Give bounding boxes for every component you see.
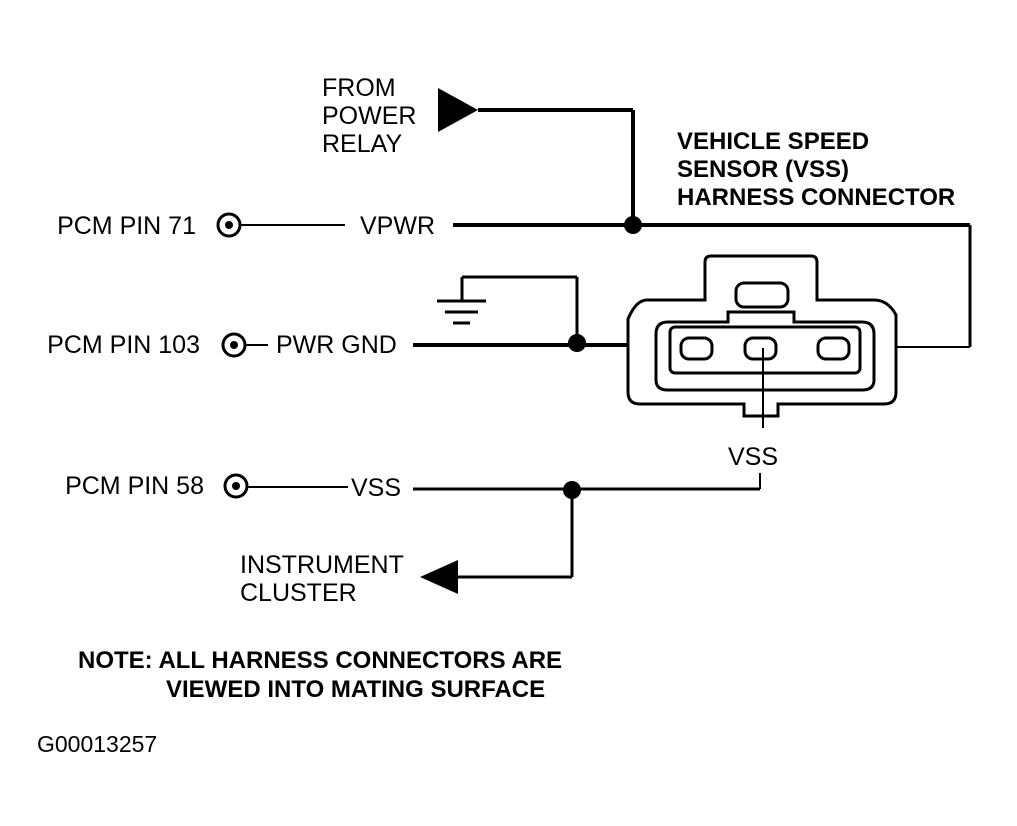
instrument-cluster-arrow-icon — [420, 560, 458, 594]
vpwr-splice-dot — [624, 216, 642, 234]
note-line1: NOTE: ALL HARNESS CONNECTORS ARE — [78, 647, 562, 674]
ground-circuit: PCM PIN 103 PWR GND — [47, 275, 690, 359]
pcm-pin-103-label: PCM PIN 103 — [47, 331, 200, 359]
vss-harness-connector: VSS — [626, 254, 898, 489]
pcm-pin-58-label: PCM PIN 58 — [65, 472, 204, 500]
connector-title: VEHICLE SPEED SENSOR (VSS) HARNESS CONNE… — [677, 128, 955, 211]
vpwr-circuit-label: VPWR — [360, 212, 435, 240]
connector-outer-shell — [626, 254, 898, 418]
diagram-note: NOTE: ALL HARNESS CONNECTORS ARE VIEWED … — [78, 647, 562, 703]
vpwr-circuit: PCM PIN 71 VPWR — [57, 212, 972, 348]
figure-id: G00013257 — [37, 731, 157, 757]
connector-pin-cavity-face — [668, 325, 862, 375]
instrument-cluster-label-line2: CLUSTER — [240, 579, 357, 607]
connector-title-line2: SENSOR (VSS) — [677, 156, 849, 183]
vss-circuit-label: VSS — [351, 474, 401, 502]
power-relay-feed: FROM POWER RELAY — [322, 74, 635, 226]
power-relay-label-line3: RELAY — [322, 130, 402, 158]
connector-pin-vpwr — [816, 336, 851, 361]
pwr-gnd-circuit-label: PWR GND — [276, 331, 397, 359]
connector-title-line3: HARNESS CONNECTOR — [677, 184, 955, 211]
pcm-pin-71-label: PCM PIN 71 — [57, 212, 196, 240]
vss-circuit: PCM PIN 58 VSS INSTRUMENT CLUSTER — [65, 472, 760, 607]
connector-pin-ground — [679, 336, 714, 361]
power-relay-label-line2: POWER — [322, 102, 416, 130]
connector-title-line1: VEHICLE SPEED — [677, 128, 869, 155]
connector-inner-shell — [654, 310, 876, 392]
note-line2: VIEWED INTO MATING SURFACE — [166, 676, 545, 703]
pcm-pin-71-terminal-dot — [225, 221, 233, 229]
connector-vss-label: VSS — [728, 443, 778, 471]
power-relay-label-line1: FROM — [322, 74, 396, 102]
power-relay-arrow-icon — [438, 88, 478, 132]
pcm-pin-58-terminal-dot — [232, 482, 240, 490]
instrument-cluster-label-line1: INSTRUMENT — [240, 551, 404, 579]
ground-symbol-icon — [437, 299, 486, 325]
pcm-pin-103-terminal-dot — [230, 341, 238, 349]
connector-latch-slot — [734, 281, 790, 309]
connector-pin-vss — [743, 336, 778, 361]
